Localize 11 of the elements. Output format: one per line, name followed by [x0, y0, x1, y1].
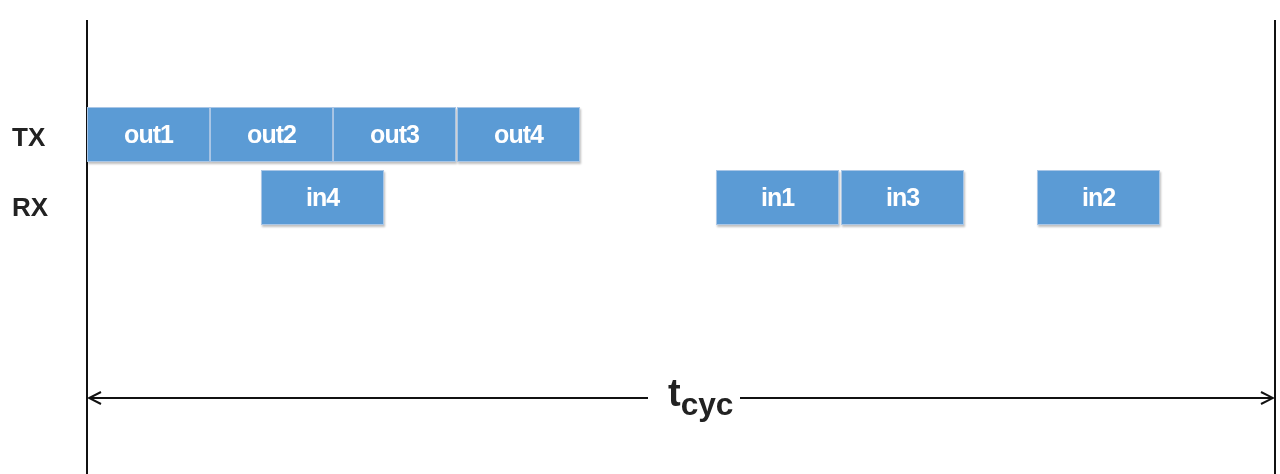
time-slot-block: in2 — [1037, 170, 1160, 225]
row-label: RX — [12, 192, 49, 223]
time-slot-block: in1 — [716, 170, 839, 225]
time-slot-block: in3 — [841, 170, 964, 225]
time-slot-block: out2 — [210, 107, 333, 162]
row-label: TX — [12, 122, 46, 153]
dimension-label: t$_{cyc}$ — [668, 372, 734, 423]
time-slot-block: out4 — [457, 107, 580, 162]
time-slot-block: out1 — [87, 107, 210, 162]
time-slot-block: out3 — [333, 107, 456, 162]
time-slot-block: in4 — [261, 170, 384, 225]
